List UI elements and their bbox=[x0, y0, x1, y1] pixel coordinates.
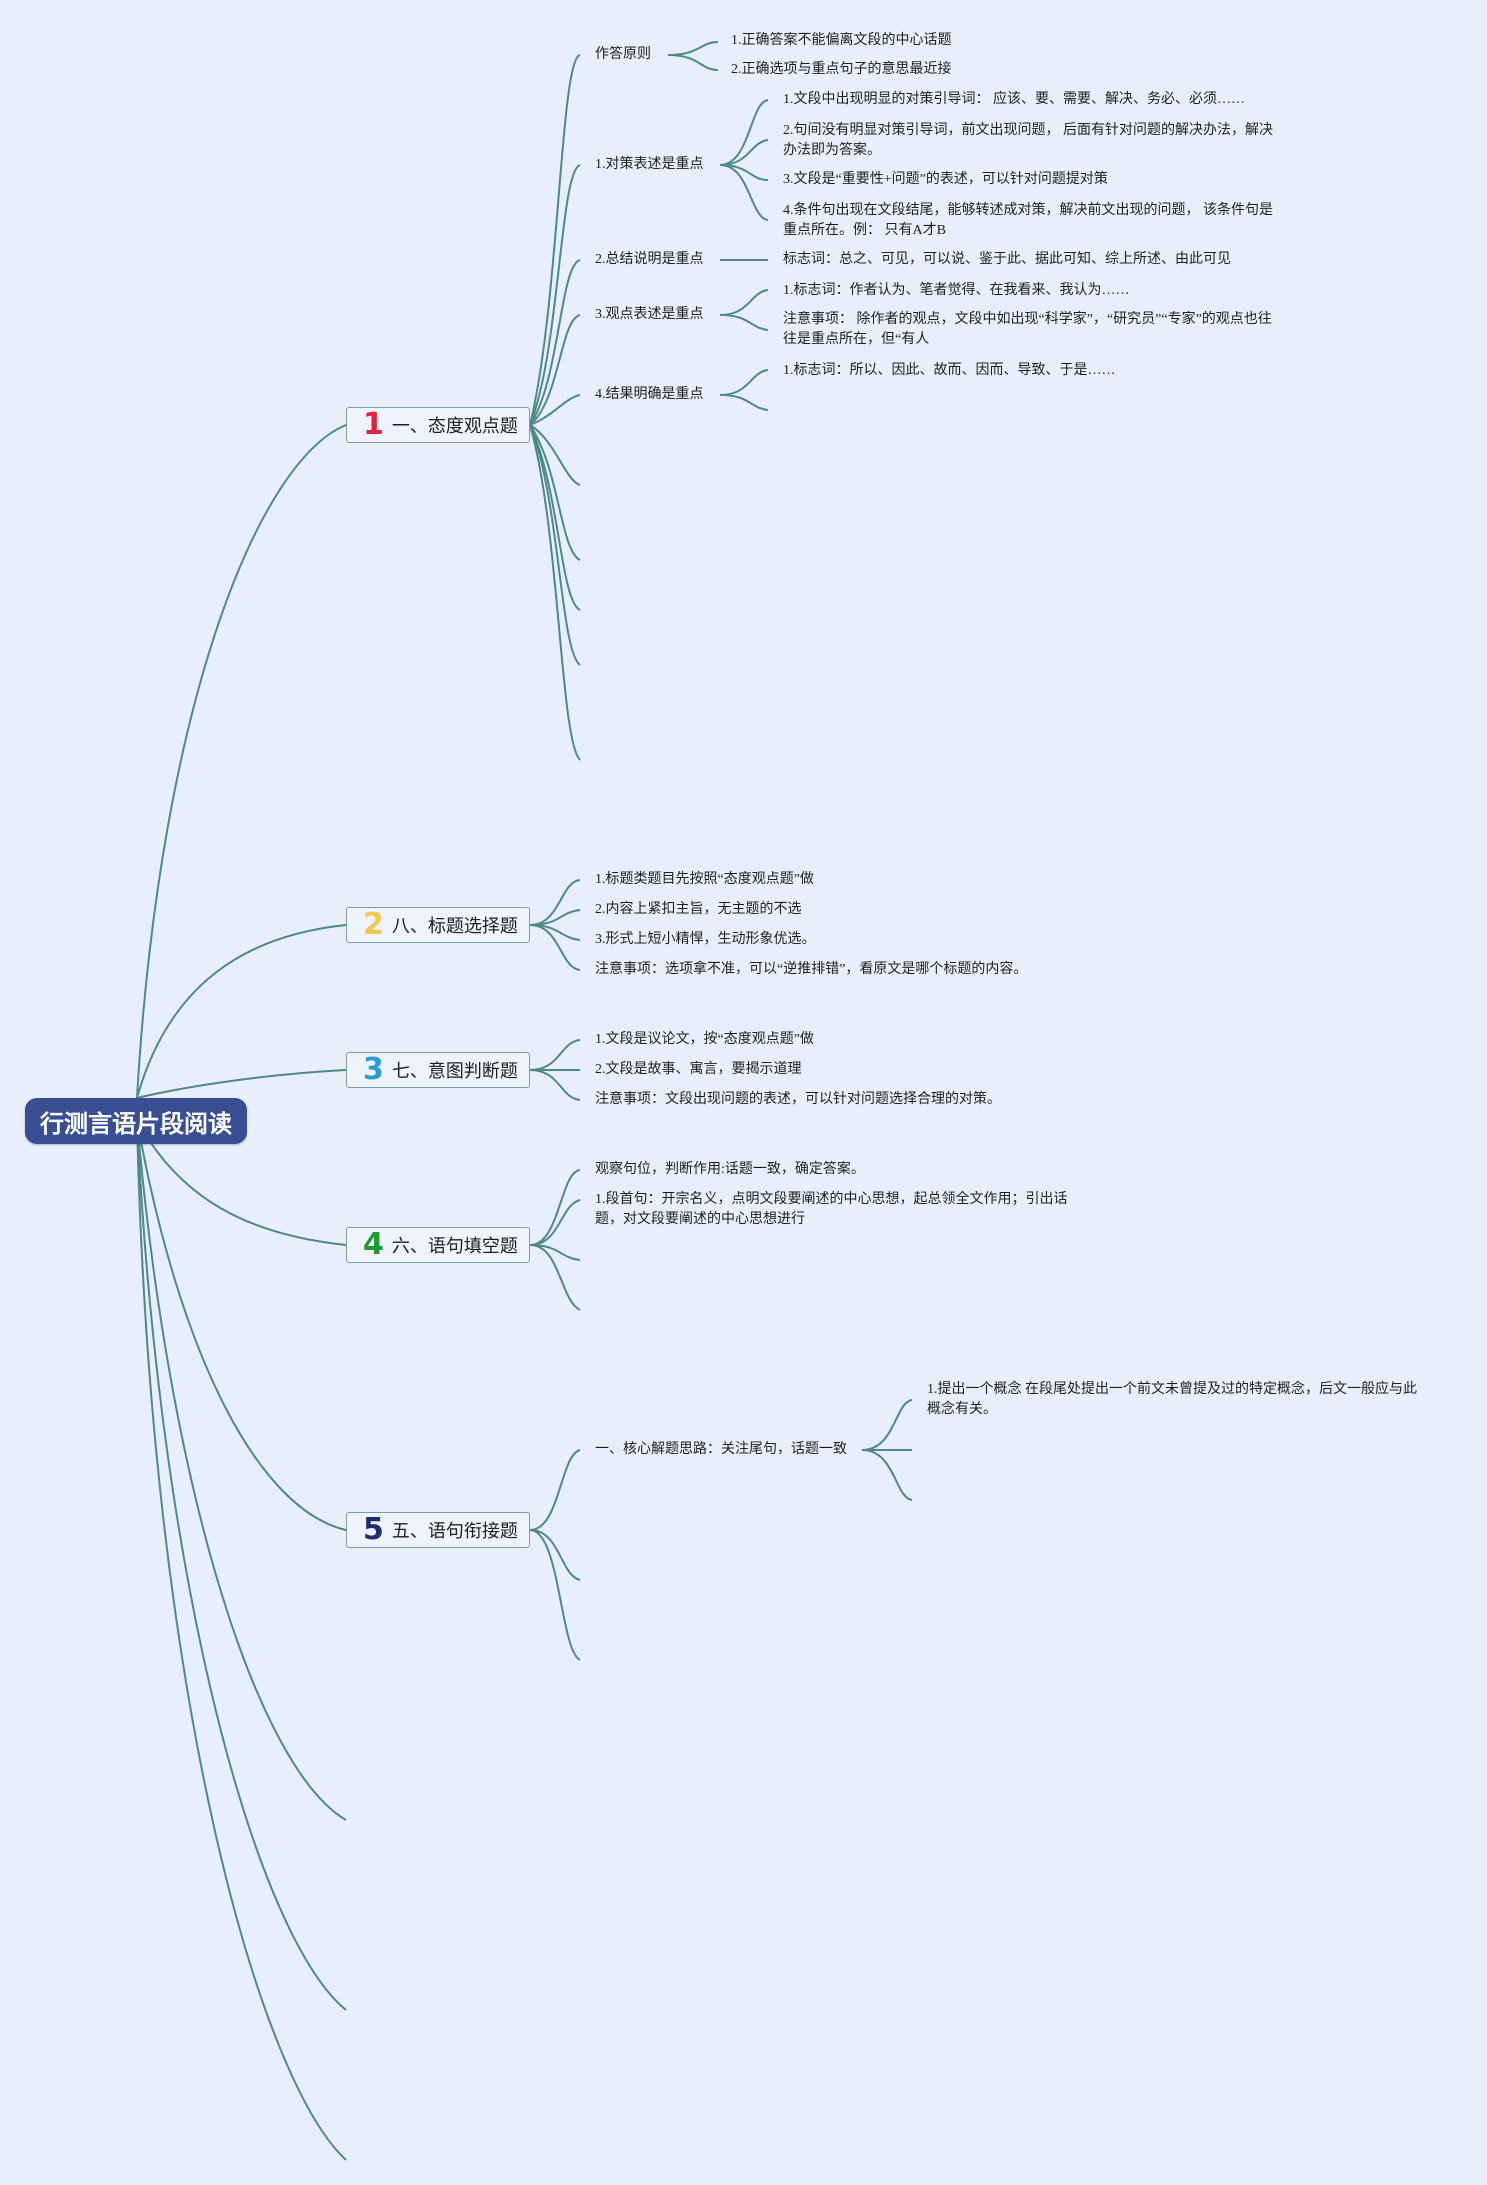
link-root-b1 bbox=[136, 424, 347, 1099]
countermeasure-item-1[interactable]: 1.文段中出现明显的对策引导词： 应该、要、需要、解决、务必、必须…… bbox=[783, 92, 1245, 107]
root-topic[interactable]: 行测言语片段阅读 bbox=[25, 1098, 247, 1144]
link-root-b2 bbox=[136, 924, 347, 1099]
intent-item-3[interactable]: 注意事项：文段出现问题的表述，可以针对问题选择合理的对策。 bbox=[595, 1092, 1001, 1107]
branch-sentence-fill[interactable]: 4 六、语句填空题 bbox=[346, 1227, 530, 1263]
principle-item-1[interactable]: 1.正确答案不能偏离文段的中心话题 bbox=[731, 33, 952, 48]
branch-label: 一、态度观点题 bbox=[391, 416, 518, 437]
title-item-3[interactable]: 3.形式上短小精悍，生动形象优选。 bbox=[595, 932, 816, 947]
link-b1-empty-3 bbox=[529, 424, 581, 611]
branch-intent-judgment[interactable]: 3 七、意图判断题 bbox=[346, 1052, 530, 1088]
link-b1-empty-5 bbox=[529, 424, 581, 761]
branch-label: 八、标题选择题 bbox=[391, 916, 518, 937]
link-b1-guandian bbox=[529, 314, 581, 426]
subtopic-summary[interactable]: 2.总结说明是重点 bbox=[595, 252, 704, 267]
link-b4-2 bbox=[529, 1199, 581, 1246]
link-b1-empty-4 bbox=[529, 424, 581, 666]
link-b1-duice-2 bbox=[719, 139, 769, 166]
viewpoint-item-1[interactable]: 1.标志词：作者认为、笔者觉得、在我看来、我认为…… bbox=[783, 283, 1130, 298]
link-b2-2 bbox=[529, 909, 581, 926]
fill-item-2[interactable]: 1.段首句：开宗名义，点明文段要阐述的中心思想，起总领全文作用；引出话题，对文段… bbox=[595, 1192, 1068, 1227]
link-b1-duice-3 bbox=[719, 164, 769, 181]
link-root-b4 bbox=[136, 1119, 347, 1246]
link-root-b3 bbox=[136, 1069, 347, 1099]
link-b4-empty-2 bbox=[529, 1244, 581, 1311]
branch-label: 五、语句衔接题 bbox=[391, 1521, 518, 1542]
link-b1-zongjie bbox=[529, 259, 581, 426]
countermeasure-item-2[interactable]: 2.句间没有明显对策引导词，前文出现问题， 后面有针对问题的解决办法，解决办法即… bbox=[783, 123, 1273, 158]
branch-label: 七、意图判断题 bbox=[391, 1061, 518, 1082]
root-topic-label: 行测言语片段阅读 bbox=[40, 1109, 232, 1138]
link-b3-1 bbox=[529, 1039, 581, 1071]
viewpoint-item-2[interactable]: 注意事项： 除作者的观点，文段中如出现“科学家”，“研究员”“专家”的观点也往往… bbox=[783, 312, 1272, 347]
link-b1-empty-1 bbox=[529, 424, 581, 486]
title-item-4[interactable]: 注意事项：选项拿不准，可以“逆推排错”，看原文是哪个标题的内容。 bbox=[595, 962, 1028, 977]
subtopic-result[interactable]: 4.结果明确是重点 bbox=[595, 387, 704, 402]
link-b5-core-3 bbox=[861, 1449, 913, 1501]
link-b1-jieguo bbox=[529, 394, 581, 426]
link-b3-3 bbox=[529, 1069, 581, 1101]
link-root-empty-3 bbox=[136, 1119, 347, 2161]
branch-label: 六、语句填空题 bbox=[391, 1236, 518, 1257]
subtopic-viewpoint[interactable]: 3.观点表述是重点 bbox=[595, 307, 704, 322]
link-b1-duice-4 bbox=[719, 164, 769, 221]
subtopic-principle[interactable]: 作答原则 bbox=[595, 47, 651, 62]
link-b5-core bbox=[529, 1449, 581, 1531]
link-b1-principle-1 bbox=[667, 41, 719, 56]
link-b5-empty-2 bbox=[529, 1529, 581, 1661]
link-b2-3 bbox=[529, 924, 581, 941]
connection-core-idea[interactable]: 一、核心解题思路：关注尾句，话题一致 bbox=[595, 1442, 847, 1457]
countermeasure-item-4[interactable]: 4.条件句出现在文段结尾，能够转述成对策，解决前文出现的问题， 该条件句是重点所… bbox=[783, 203, 1273, 238]
subtopic-countermeasure[interactable]: 1.对策表述是重点 bbox=[595, 157, 704, 172]
link-b5-core-1 bbox=[861, 1399, 913, 1451]
branch-sentence-connection[interactable]: 5 五、语句衔接题 bbox=[346, 1512, 530, 1548]
link-b1-guandian-2 bbox=[719, 314, 769, 331]
fill-item-1[interactable]: 观察句位，判断作用:话题一致，确定答案。 bbox=[595, 1162, 865, 1177]
title-item-1[interactable]: 1.标题类题目先按照“态度观点题”做 bbox=[595, 872, 814, 887]
link-root-b5 bbox=[136, 1119, 347, 1531]
branch-number-1: 1 bbox=[363, 407, 384, 442]
result-item-1[interactable]: 1.标志词：所以、因此、故而、因而、导致、于是…… bbox=[783, 363, 1116, 378]
principle-item-2[interactable]: 2.正确选项与重点句子的意思最近接 bbox=[731, 62, 952, 77]
link-b1-jieguo-2 bbox=[719, 394, 769, 411]
intent-item-1[interactable]: 1.文段是议论文，按“态度观点题”做 bbox=[595, 1032, 814, 1047]
link-b1-jieguo-1 bbox=[719, 369, 769, 396]
link-b1-empty-2 bbox=[529, 424, 581, 561]
branch-number-2: 2 bbox=[363, 907, 384, 942]
intent-item-2[interactable]: 2.文段是故事、寓言，要揭示道理 bbox=[595, 1062, 802, 1077]
link-b1-principle bbox=[529, 54, 581, 426]
link-b2-4 bbox=[529, 924, 581, 971]
branch-number-3: 3 bbox=[363, 1052, 384, 1087]
branch-title-selection[interactable]: 2 八、标题选择题 bbox=[346, 907, 530, 943]
branch-attitude-viewpoint[interactable]: 1 一、态度观点题 bbox=[346, 407, 530, 443]
title-item-2[interactable]: 2.内容上紧扣主旨，无主题的不选 bbox=[595, 902, 802, 917]
branch-number-5: 5 bbox=[363, 1512, 384, 1547]
link-b1-duice-1 bbox=[719, 99, 769, 166]
branch-number-4: 4 bbox=[363, 1227, 384, 1262]
link-root-empty-1 bbox=[136, 1119, 347, 1821]
link-b5-empty-1 bbox=[529, 1529, 581, 1581]
link-b1-duice bbox=[529, 164, 581, 426]
link-root-empty-2 bbox=[136, 1119, 347, 2011]
link-b4-1 bbox=[529, 1169, 581, 1246]
countermeasure-item-3[interactable]: 3.文段是“重要性+问题”的表述，可以针对问题提对策 bbox=[783, 172, 1108, 187]
summary-item-1[interactable]: 标志词：总之、可见，可以说、鉴于此、据此可知、综上所述、由此可见 bbox=[783, 252, 1231, 267]
connection-core-item-1[interactable]: 1.提出一个概念 在段尾处提出一个前文未曾提及过的特定概念，后文一般应与此概念有… bbox=[927, 1382, 1417, 1417]
link-b2-1 bbox=[529, 879, 581, 926]
link-b1-principle-2 bbox=[667, 54, 719, 71]
link-b1-guandian-1 bbox=[719, 289, 769, 316]
